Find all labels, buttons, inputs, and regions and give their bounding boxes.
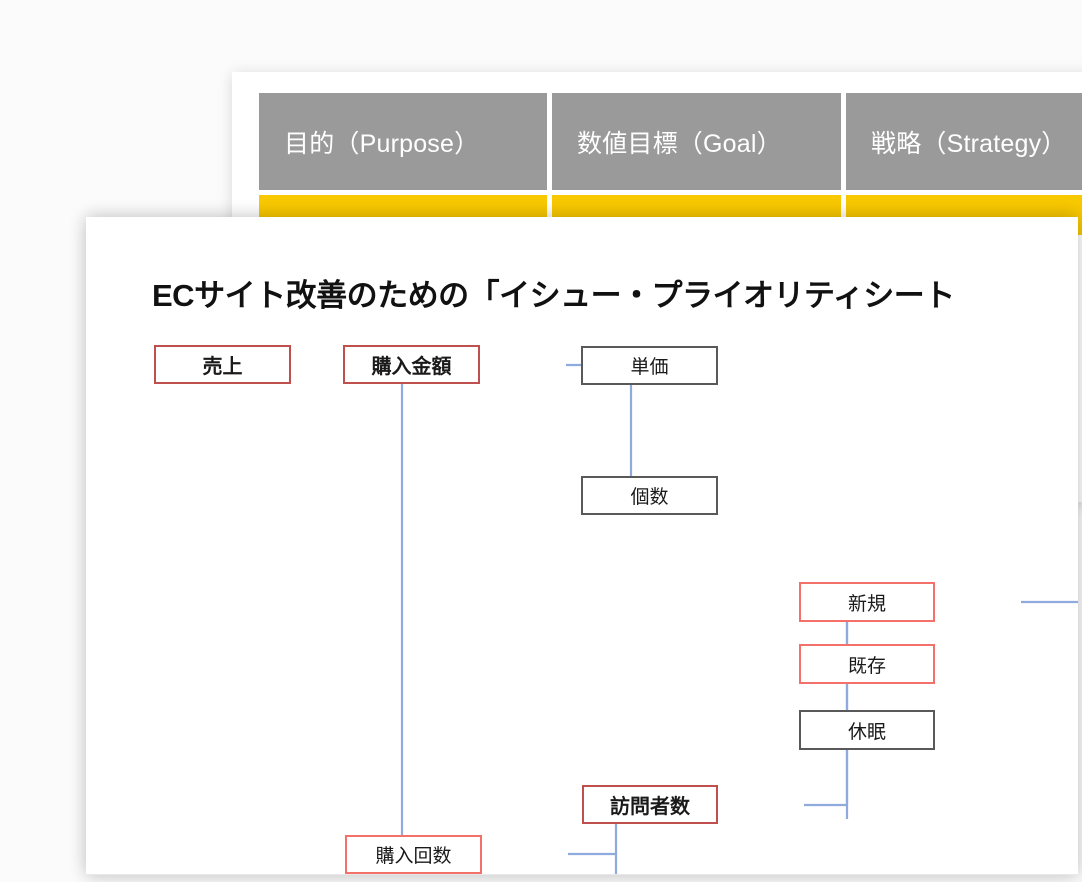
page-title: ECサイト改善のための「イシュー・プライオリティシート xyxy=(152,278,955,313)
card-bottom-divider xyxy=(86,874,1078,875)
table-header-cell-goal[interactable]: 数値目標（Goal） xyxy=(552,93,841,190)
tree-node-purchase-frequency[interactable]: 購入回数 xyxy=(345,835,482,874)
priority-table: 目的（Purpose） 数値目標（Goal） 戦略（Strategy） xyxy=(259,93,1082,235)
tree-node-visitors[interactable]: 訪問者数 xyxy=(582,785,718,824)
tree-node-existing-customer[interactable]: 既存 xyxy=(799,644,935,684)
tree-node-quantity[interactable]: 個数 xyxy=(581,476,718,515)
logic-tree: 売上 購入金額 単価 個数 新規 既存 休眠 訪問者数 購入回数 xyxy=(86,217,1078,875)
tree-node-unit-price[interactable]: 単価 xyxy=(581,346,718,385)
table-header-cell-purpose[interactable]: 目的（Purpose） xyxy=(259,93,547,190)
table-header-cell-strategy[interactable]: 戦略（Strategy） xyxy=(846,93,1082,190)
tree-connectors xyxy=(377,363,1078,875)
tree-node-uriage[interactable]: 売上 xyxy=(154,345,291,384)
tree-node-new-customer[interactable]: 新規 xyxy=(799,582,935,622)
logic-tree-card[interactable]: ECサイト改善のための「イシュー・プライオリティシート xyxy=(86,217,1078,875)
tree-node-dormant-customer[interactable]: 休眠 xyxy=(799,710,935,750)
table-header-row: 目的（Purpose） 数値目標（Goal） 戦略（Strategy） xyxy=(259,93,1082,190)
tree-node-purchase-amount[interactable]: 購入金額 xyxy=(343,345,480,384)
